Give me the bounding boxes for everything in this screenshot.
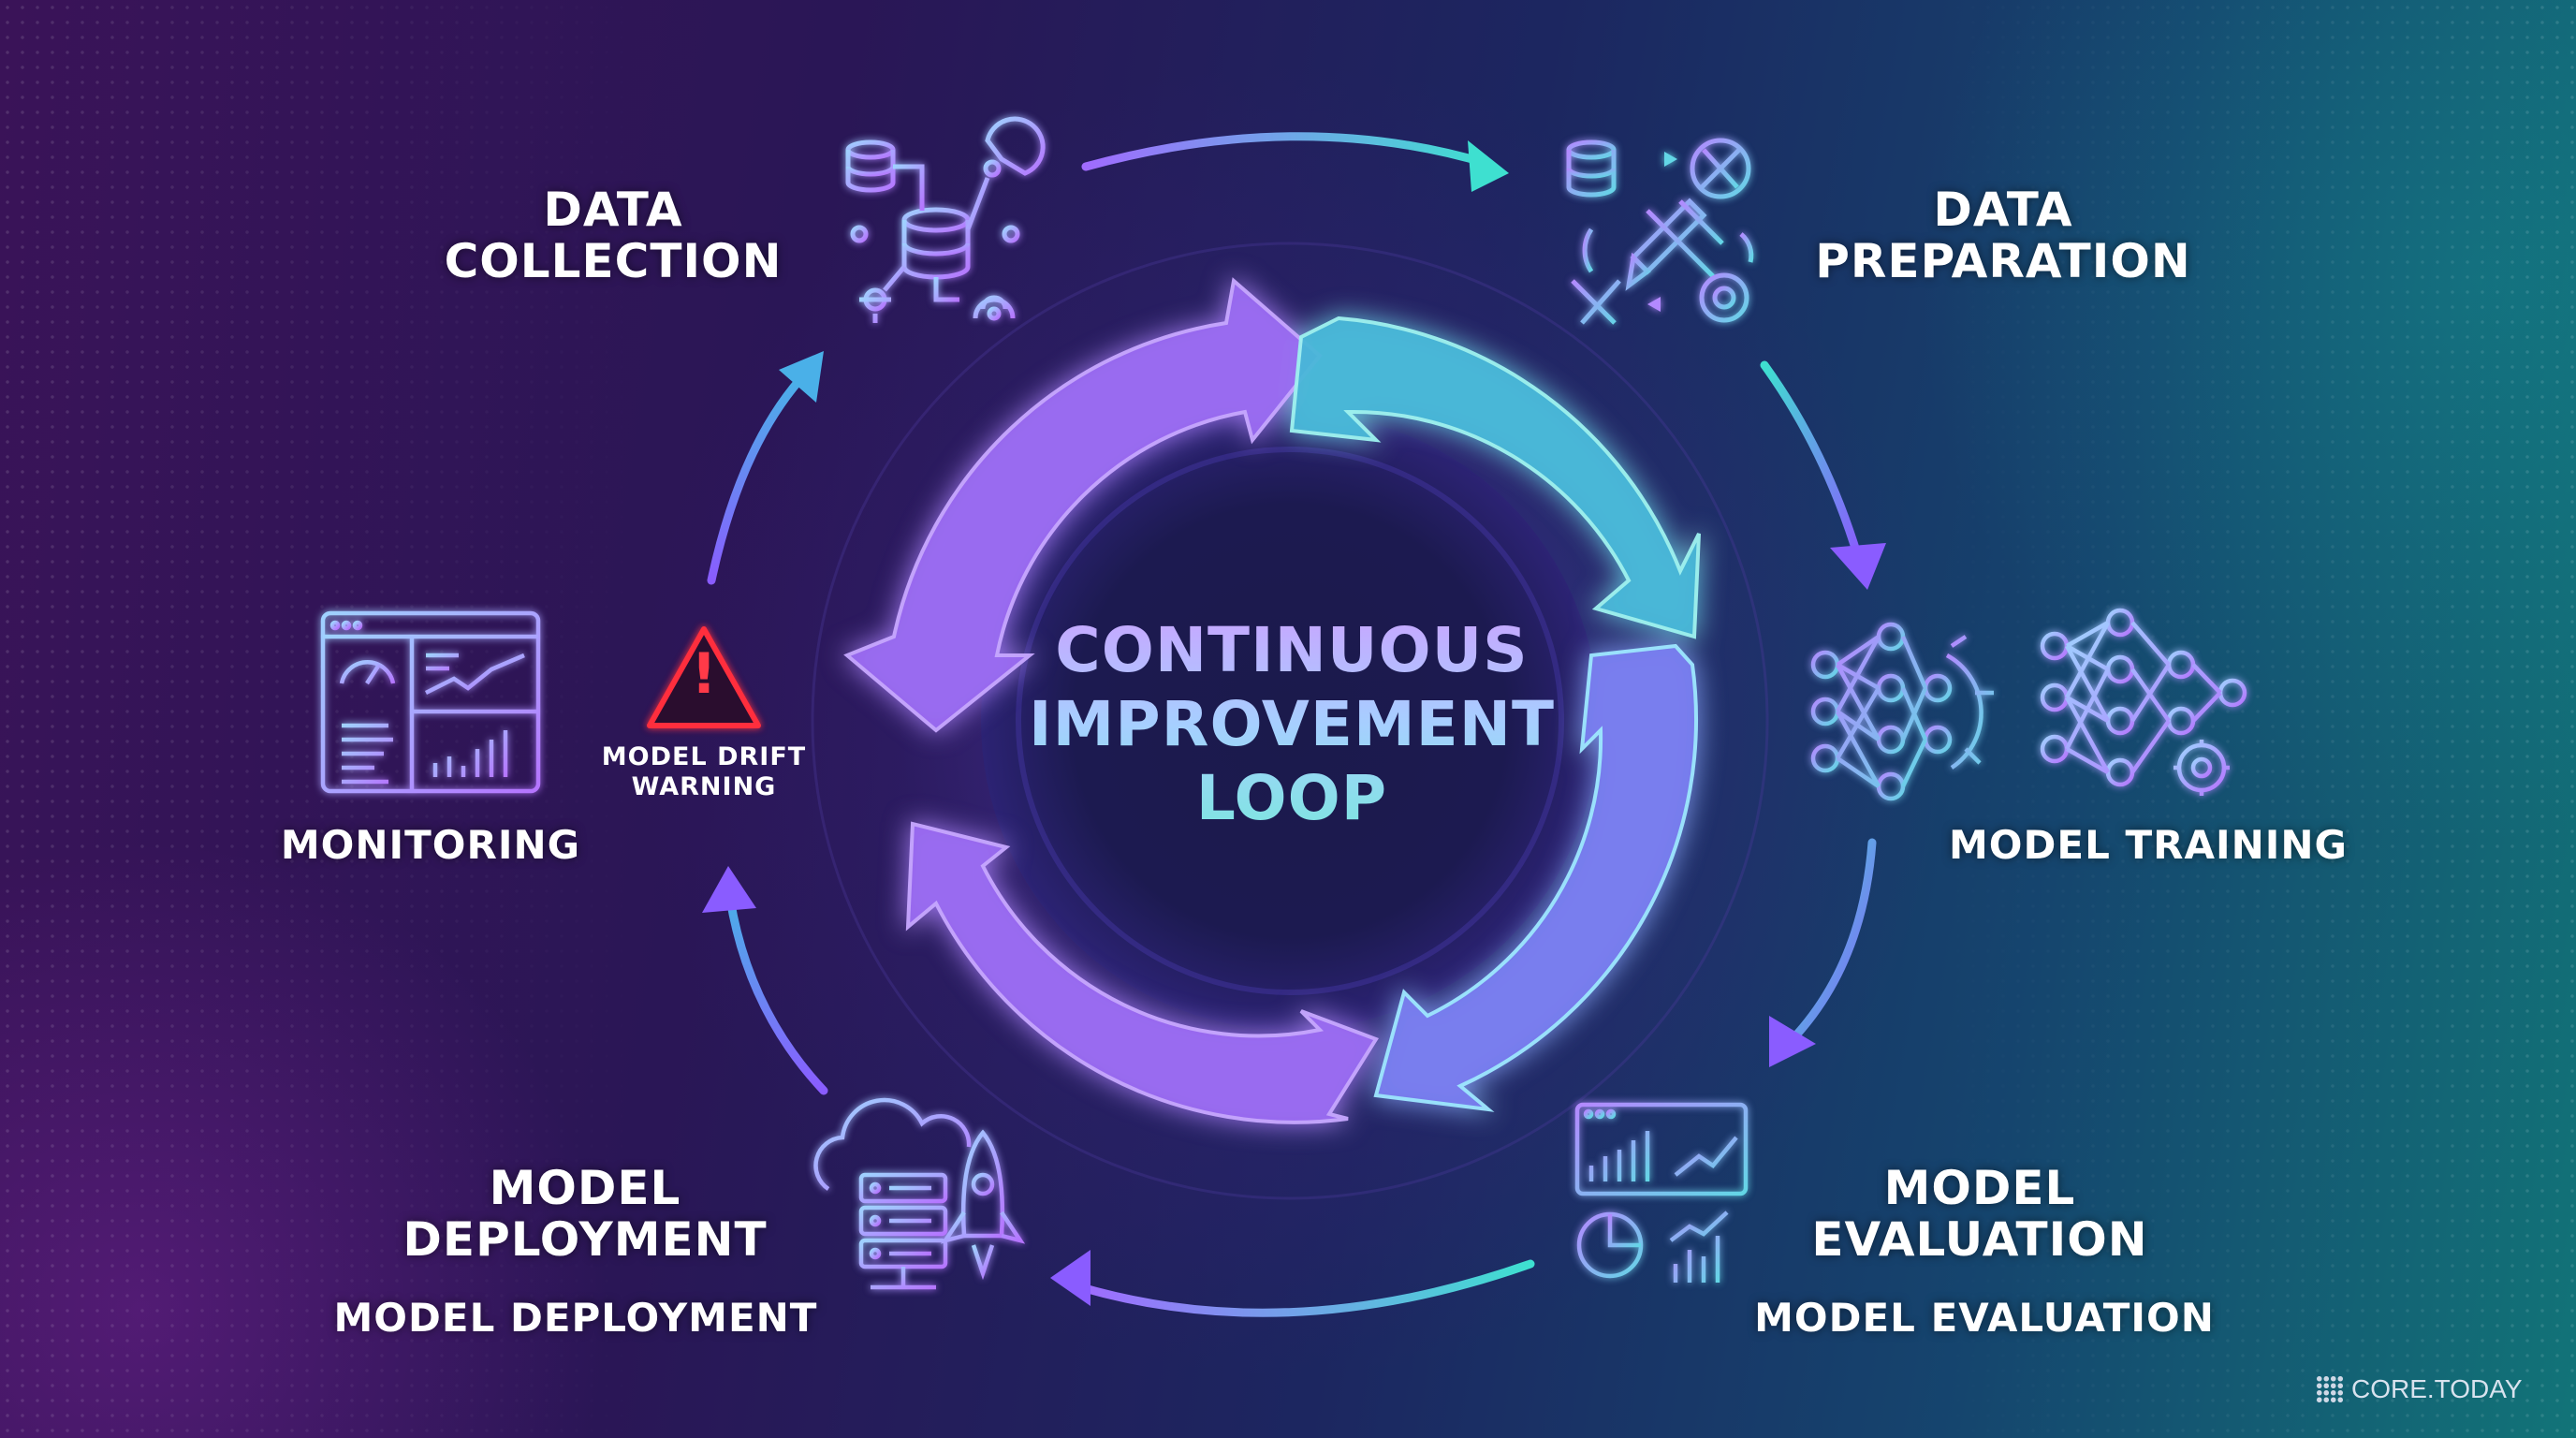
evaluation-dashboard-icon bbox=[1574, 1102, 1749, 1283]
background-dot-pattern-left bbox=[0, 0, 655, 1438]
model-drift-warning-text: MODEL DRIFT WARNING bbox=[601, 742, 807, 802]
ring-arrow-top-right bbox=[1289, 315, 1701, 639]
neural-network-icon bbox=[2040, 608, 2247, 796]
label-model-training: MODEL TRAINING bbox=[1949, 822, 2348, 868]
background-dot-pattern-right bbox=[1921, 0, 2576, 1438]
arrow-preparation-to-training bbox=[1760, 360, 1863, 562]
database-network-icon bbox=[845, 116, 1046, 323]
label-monitoring: MONITORING bbox=[280, 822, 581, 868]
label-model-deployment: MODEL DEPLOYMENT bbox=[402, 1161, 768, 1267]
label-model-evaluation-sub: MODEL EVALUATION bbox=[1754, 1295, 2215, 1341]
outer-halo-ring bbox=[811, 242, 1769, 1200]
neural-network-gear-icon bbox=[1810, 622, 1994, 801]
warning-triangle-icon bbox=[647, 626, 761, 728]
watermark: CORE.TODAY bbox=[2316, 1374, 2523, 1404]
center-title: CONTINUOUS IMPROVEMENT LOOP bbox=[973, 613, 1610, 836]
cloud-server-rocket-icon bbox=[813, 1097, 1026, 1290]
data-prep-tools-icon bbox=[1566, 138, 1754, 325]
monitoring-dashboard-icon bbox=[320, 610, 541, 794]
arrow-training-to-evaluation bbox=[1788, 838, 1877, 1044]
label-data-preparation: DATA PREPARATION bbox=[1815, 183, 2191, 288]
arrow-deployment-to-monitoring bbox=[725, 894, 828, 1095]
arrow-monitoring-to-collection bbox=[707, 374, 805, 585]
outer-cycle-arrows bbox=[702, 132, 1886, 1317]
ring-arrow-bottom-left bbox=[905, 821, 1379, 1124]
arrow-collection-to-preparation bbox=[1081, 132, 1493, 171]
label-data-collection: DATA COLLECTION bbox=[444, 183, 783, 288]
ring-arrow-bottom-right bbox=[1373, 643, 1698, 1112]
central-arrow-ring bbox=[843, 277, 1701, 1124]
title-line-1: CONTINUOUS bbox=[1055, 614, 1529, 686]
arrow-evaluation-to-deployment bbox=[1076, 1259, 1535, 1317]
center-inner-ring bbox=[1016, 447, 1564, 995]
label-model-evaluation: MODEL EVALUATION bbox=[1811, 1161, 2148, 1267]
watermark-logo-icon bbox=[2316, 1375, 2344, 1403]
center-disc bbox=[981, 412, 1599, 1030]
title-line-2: IMPROVEMENT bbox=[1029, 688, 1555, 761]
watermark-text: CORE.TODAY bbox=[2351, 1374, 2523, 1403]
warning-exclamation: ! bbox=[691, 641, 717, 707]
label-model-deployment-sub: MODEL DEPLOYMENT bbox=[333, 1295, 818, 1341]
title-line-3: LOOP bbox=[1195, 762, 1388, 835]
